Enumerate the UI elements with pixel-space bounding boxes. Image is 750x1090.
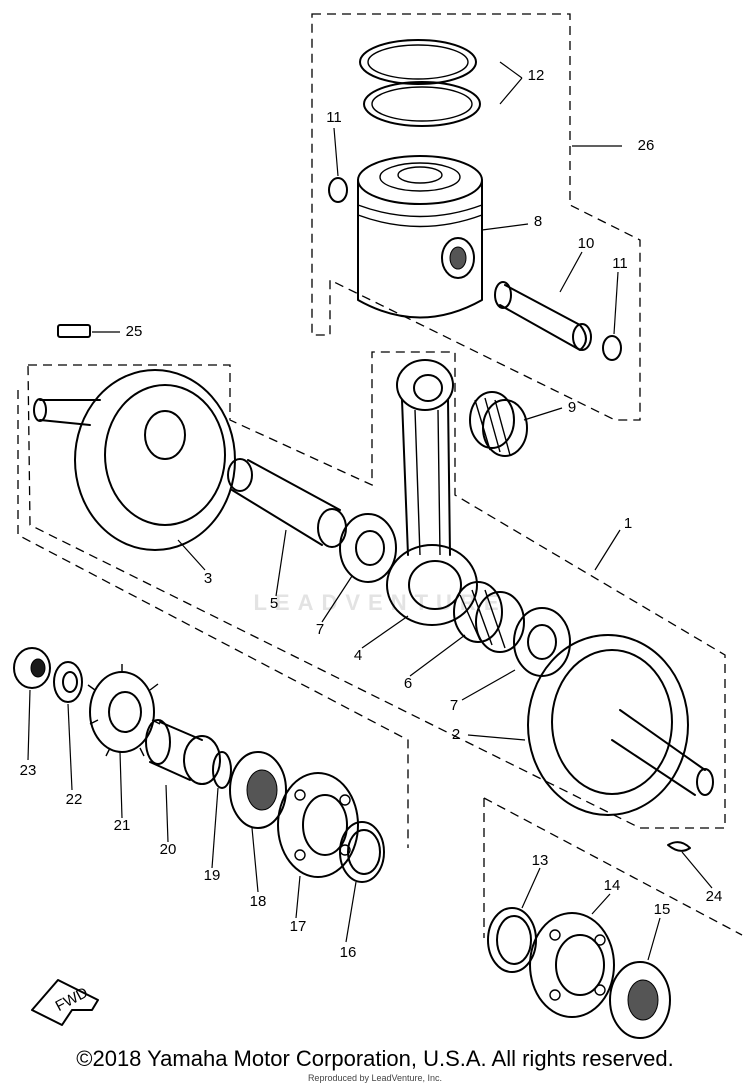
callout-24: 24 (706, 888, 723, 905)
callout-25: 25 (126, 323, 143, 340)
woodruff-key-25 (57, 324, 91, 338)
callout-11-upper: 11 (326, 109, 342, 126)
big-end-bearing (453, 581, 525, 653)
shim-right (487, 907, 537, 973)
callout-13: 13 (532, 852, 549, 869)
callout-2: 2 (452, 726, 460, 743)
crank-left (33, 369, 236, 551)
callout-10: 10 (578, 235, 595, 252)
washer (53, 661, 83, 703)
callout-12: 12 (528, 67, 545, 84)
callout-18: 18 (250, 893, 267, 910)
callout-11-lower: 11 (612, 255, 628, 272)
copyright-notice: ©2018 Yamaha Motor Corporation, U.S.A. A… (76, 1046, 674, 1071)
callout-22: 22 (66, 791, 83, 808)
piston (357, 155, 483, 319)
callout-23: 23 (20, 762, 37, 779)
callout-26: 26 (638, 137, 655, 154)
piston-group-boundary (311, 13, 641, 421)
bearing-group-boundary (17, 390, 409, 848)
thrust-washer-left (339, 513, 397, 583)
primary-drive-gear (87, 664, 161, 757)
callout-15: 15 (654, 901, 671, 918)
callout-14: 14 (604, 877, 621, 894)
woodruff-key-24 (667, 841, 691, 852)
callout-21: 21 (114, 817, 131, 834)
piston-pin-clip-upper (328, 177, 348, 203)
callout-9: 9 (568, 399, 576, 416)
right-bearing-group-boundary (483, 797, 743, 938)
crank-right (527, 634, 714, 816)
callout-1: 1 (624, 515, 632, 532)
oil-seal (229, 751, 287, 829)
oil-seal-right (609, 961, 671, 1039)
connecting-rod (386, 359, 478, 626)
piston-pin (494, 281, 592, 351)
nut (13, 647, 51, 689)
circlip (212, 751, 232, 789)
spacer (145, 719, 221, 785)
callout-7-right: 7 (450, 697, 458, 714)
piston-rings (359, 39, 481, 127)
piston-pin-clip-lower (602, 335, 622, 361)
reproduced-by-notice: Reproduced by LeadVenture, Inc. (307, 1073, 443, 1083)
leader-lines (27, 61, 713, 961)
callout-4: 4 (354, 647, 362, 664)
callout-7-left: 7 (316, 621, 324, 638)
small-end-bearing (469, 391, 528, 457)
crank-pin (227, 458, 347, 548)
callout-6: 6 (404, 675, 412, 692)
callout-5: 5 (270, 595, 278, 612)
callout-3: 3 (204, 570, 212, 587)
bearing-right (529, 912, 615, 1018)
thrust-washer-right (513, 607, 571, 677)
callout-20: 20 (160, 841, 177, 858)
callout-16: 16 (340, 944, 357, 961)
callout-8: 8 (534, 213, 542, 230)
shim-left (339, 821, 385, 883)
callout-19: 19 (204, 867, 221, 884)
bearing-left (277, 772, 359, 878)
callout-17: 17 (290, 918, 307, 935)
crankshaft-group-boundary (27, 351, 726, 829)
forward-arrow-icon: FWD (31, 979, 99, 1026)
